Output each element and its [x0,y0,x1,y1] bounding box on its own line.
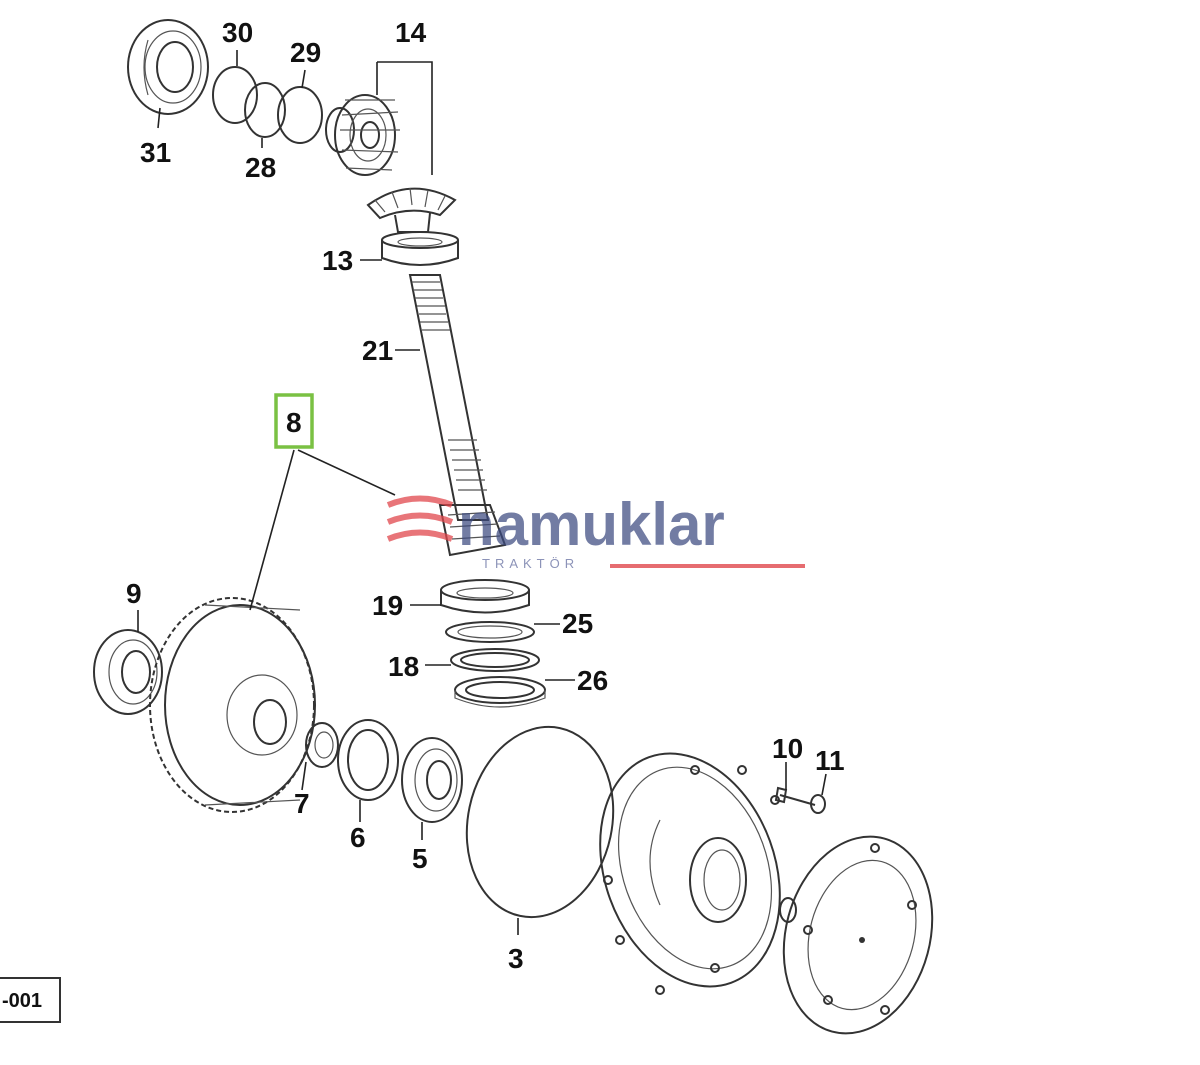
part-29-ring[interactable] [277,86,323,144]
callout-30: 30 [222,17,253,48]
watermark-brand: namuklar [458,491,725,558]
part-14-bevel-gear-lower[interactable] [366,187,457,233]
callout-7: 7 [294,788,310,819]
part-19-bearing[interactable] [440,579,530,614]
callout-13: 13 [322,245,353,276]
callout-11: 11 [815,745,845,776]
callout-8: 8 [286,407,302,438]
housing-cover[interactable] [569,728,811,1012]
callout-18: 18 [388,651,419,682]
part-30-ring[interactable] [212,66,258,124]
part-6-washer[interactable] [337,719,399,801]
callout-10: 10 [772,733,803,764]
highlight-box [274,393,314,449]
part-9-bearing[interactable] [93,629,163,715]
part-13-bearing[interactable] [381,231,459,266]
callout-19: 19 [372,590,403,621]
callout-6: 6 [350,822,366,853]
callout-28: 28 [245,152,276,183]
part-26-washer[interactable] [454,676,546,708]
watermark-subtitle: TRAKTÖR [482,556,579,571]
callout-9: 9 [126,578,142,609]
figure-reference: -001 [2,990,42,1012]
part-28-ring[interactable] [244,82,286,138]
part-7-washer[interactable] [305,722,339,768]
part-31-bearing[interactable] [127,19,209,115]
part-5-bearing[interactable] [401,737,463,823]
watermark-logo: namuklar TRAKTÖR [386,491,805,571]
flange-plate[interactable] [763,820,954,1050]
callout-25: 25 [562,608,593,639]
figure-reference-box: -001 [0,977,61,1023]
part-21-shaft[interactable] [408,274,490,521]
watermark-wave-icon [386,495,454,542]
part-14-bevel-gear-upper[interactable] [325,94,400,176]
callout-21: 21 [362,335,393,366]
part-18-washer[interactable] [450,648,540,672]
part-25-washer[interactable] [445,621,535,643]
callout-29: 29 [290,37,321,68]
callout-3: 3 [508,943,524,974]
callout-14: 14 [395,17,427,48]
callout-5: 5 [412,843,428,874]
callout-31: 31 [140,137,171,168]
callout-26: 26 [577,665,608,696]
part-10-bolt[interactable] [774,786,816,806]
ring-gear[interactable] [149,597,316,813]
part-11-washer[interactable] [810,794,826,814]
part-3-o-ring[interactable] [450,713,631,931]
